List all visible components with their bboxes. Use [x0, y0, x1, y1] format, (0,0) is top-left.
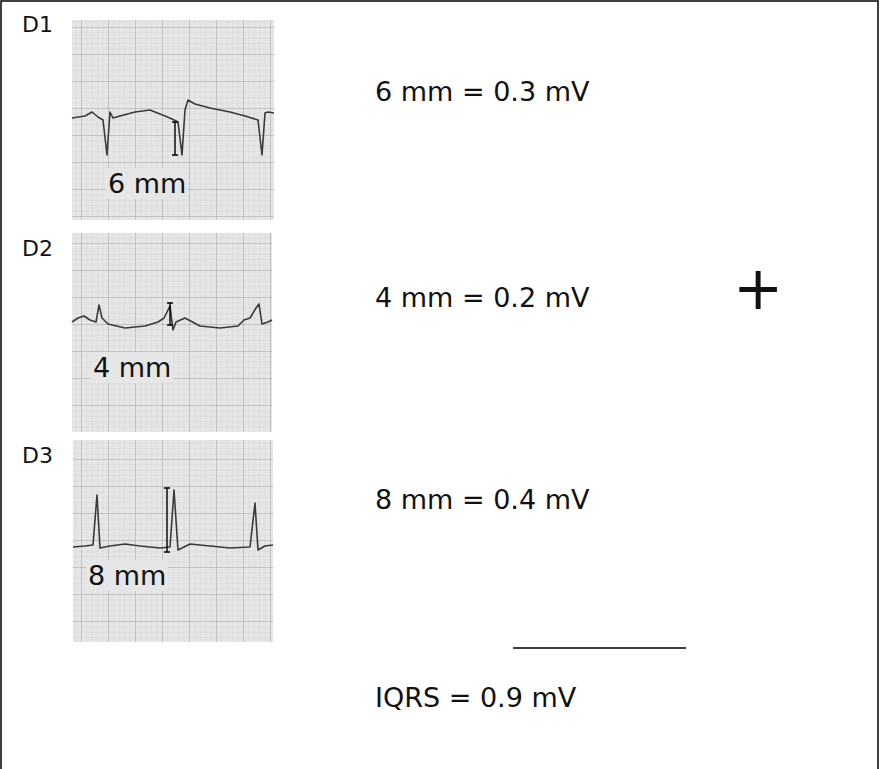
result: IQRS = 0.9 mV	[375, 682, 576, 713]
equation: 4 mm = 0.2 mV	[375, 282, 589, 313]
dimension: 4 mm	[91, 352, 173, 383]
lead-name: D1	[22, 12, 53, 37]
dimension: 6 mm	[106, 168, 188, 199]
ecg-strip	[72, 20, 274, 220]
dimension: 8 mm	[86, 560, 168, 591]
sum-line	[513, 647, 686, 649]
plus-sign: +	[733, 254, 783, 323]
ecg-strip	[72, 233, 272, 432]
equation: 8 mm = 0.4 mV	[375, 484, 589, 515]
lead-name: D3	[22, 443, 53, 468]
lead-name: D2	[22, 236, 53, 261]
ecg-strip	[73, 440, 273, 642]
equation: 6 mm = 0.3 mV	[375, 76, 589, 107]
